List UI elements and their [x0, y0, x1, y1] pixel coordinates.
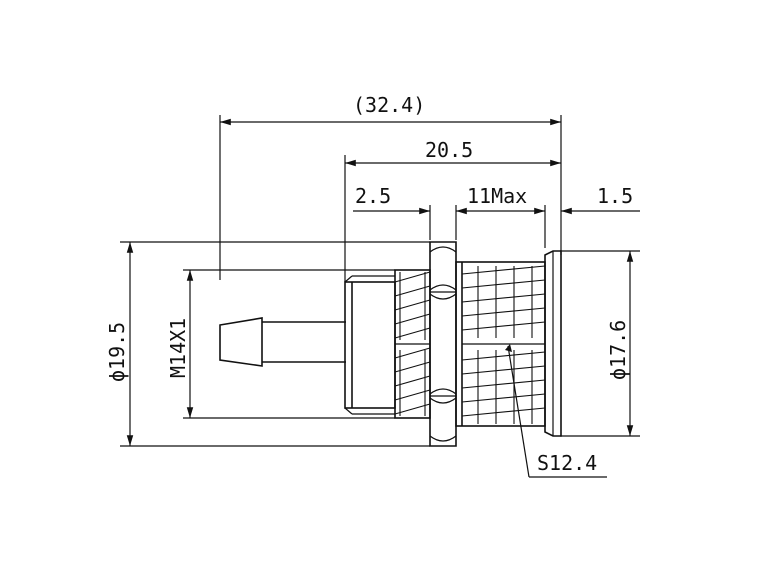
thread-right [455, 261, 546, 427]
dimension-flange-diameter: ϕ17.6 [560, 250, 640, 437]
dim-label-overall-length: (32.4) [353, 93, 425, 117]
dimension-thread-spec: M14X1 [166, 269, 395, 419]
dimension-body-length: 20.5 [344, 138, 561, 282]
dim-label-thread-length: 11Max [467, 184, 527, 208]
collar-body [344, 275, 396, 415]
dim-label-flange-diameter: ϕ17.6 [606, 320, 630, 380]
thread-left [394, 269, 431, 419]
dim-label-flange: 1.5 [597, 184, 633, 208]
dimension-nut-diameter: ϕ19.5 [105, 241, 430, 447]
dim-label-nut-diameter: ϕ19.5 [105, 322, 129, 382]
dim-label-wrench-size: S12.4 [537, 451, 597, 475]
hose-barb [219, 317, 346, 367]
dim-label-collar: 2.5 [355, 184, 391, 208]
dimension-overall-length: (32.4) [219, 93, 562, 280]
dim-label-thread-spec: M14X1 [166, 318, 190, 378]
dim-label-body-length: 20.5 [425, 138, 473, 162]
dimension-row-3: 2.5 11Max 1.5 [353, 184, 640, 248]
leader-wrench-size: S12.4 [505, 344, 607, 478]
hex-nut [429, 241, 457, 447]
flange [544, 250, 562, 437]
